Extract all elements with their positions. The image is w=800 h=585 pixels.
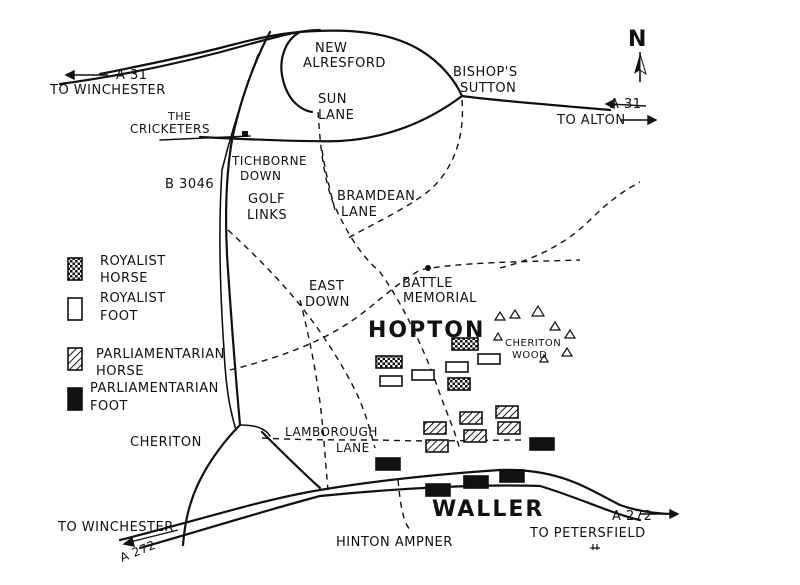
battle-memorial-label: BATTLE bbox=[402, 276, 453, 291]
royalist-horse-unit bbox=[451, 337, 479, 351]
legend bbox=[67, 257, 83, 411]
royalist-horse-unit bbox=[447, 377, 471, 391]
parl-horse-unit bbox=[495, 405, 519, 419]
place-labels: NEW ALRESFORD BISHOP'S SUTTON SUN LANE T… bbox=[130, 41, 561, 550]
parl-horse-unit bbox=[425, 439, 449, 453]
royalist-commander-label: HOPTON bbox=[368, 318, 485, 343]
parliamentarian-units bbox=[375, 405, 555, 497]
a31-east-label: A 31 bbox=[610, 97, 642, 112]
east-down-label: EAST bbox=[309, 279, 344, 294]
cricketers-marker bbox=[242, 131, 248, 137]
cricketers-label: CRICKETERS bbox=[130, 122, 210, 136]
road-arrows bbox=[64, 69, 680, 547]
cheriton-loop bbox=[181, 423, 242, 547]
a272-west-label: TO WINCHESTER bbox=[57, 520, 174, 535]
tichborne-down-label: DOWN bbox=[240, 169, 282, 183]
cheriton-link bbox=[239, 424, 271, 437]
sun-lane-label: SUN bbox=[318, 92, 347, 107]
sun-lane-label: LANE bbox=[318, 108, 354, 123]
a272-east-label: A 272 bbox=[612, 509, 652, 524]
sun-lane bbox=[317, 111, 461, 451]
royalist-units bbox=[375, 337, 501, 391]
loop-road bbox=[280, 30, 314, 114]
roads bbox=[58, 28, 677, 550]
a272-east-label: TO PETERSFIELD bbox=[529, 526, 646, 541]
a31-road bbox=[98, 29, 612, 112]
hinton-lane bbox=[397, 479, 411, 531]
battle-memorial-label: MEMORIAL bbox=[403, 291, 477, 306]
memorial-track bbox=[229, 259, 581, 371]
bishops-sutton-label: SUTTON bbox=[460, 81, 516, 96]
hinton-ampner-label: HINTON AMPNER bbox=[336, 535, 453, 550]
cricketers-label: THE bbox=[167, 110, 191, 123]
parl-horse-unit bbox=[463, 429, 487, 443]
legend-royalist-horse-symbol bbox=[67, 257, 83, 281]
bramdean-lane bbox=[344, 99, 464, 241]
cheriton-wood-label: WOOD bbox=[512, 350, 547, 361]
north-arrow: N bbox=[628, 27, 648, 82]
legend-labels: ROYALIST HORSE ROYALIST FOOT PARLIAMENTA… bbox=[90, 254, 225, 414]
parl-foot-unit bbox=[463, 475, 489, 489]
east-down-lane bbox=[227, 229, 376, 449]
legend-parl-horse-symbol bbox=[67, 347, 83, 371]
new-alresford-label: NEW bbox=[315, 41, 347, 56]
memorial-track-2 bbox=[499, 181, 641, 269]
tichborne-down-label: TICHBORNE bbox=[231, 154, 307, 168]
royalist-foot-unit bbox=[445, 361, 469, 373]
legend-parl-horse-label: HORSE bbox=[96, 364, 144, 379]
parliamentarian-commander-label: WALLER bbox=[432, 497, 544, 522]
parl-horse-unit bbox=[497, 421, 521, 435]
cheriton-junction bbox=[260, 430, 322, 490]
parl-foot-unit bbox=[375, 457, 401, 471]
bramdean-lane-label: BRAMDEAN bbox=[337, 189, 415, 204]
legend-royalist-horse-label: HORSE bbox=[100, 271, 148, 286]
golf-links-label: GOLF bbox=[248, 192, 285, 207]
royalist-horse-unit bbox=[375, 355, 403, 369]
memorial-marker bbox=[425, 265, 431, 271]
east-down-label: DOWN bbox=[305, 295, 350, 310]
road-labels: A 31 TO WINCHESTER A 31 TO ALTON TO WINC… bbox=[49, 68, 652, 565]
east-down-branch bbox=[299, 299, 329, 491]
legend-royalist-foot-label: FOOT bbox=[100, 309, 138, 324]
cheriton-wood-label: CHERITON bbox=[505, 338, 561, 349]
legend-royalist-foot-symbol bbox=[67, 297, 83, 321]
a272-road bbox=[118, 468, 677, 542]
legend-royalist-horse-label: ROYALIST bbox=[100, 254, 166, 269]
parl-horse-unit bbox=[423, 421, 447, 435]
bishops-sutton-label: BISHOP'S bbox=[453, 65, 518, 80]
tichborne-road bbox=[198, 94, 464, 143]
cheriton-label: CHERITON bbox=[130, 435, 202, 450]
a31-west-label: TO WINCHESTER bbox=[49, 83, 166, 98]
lamborough-lane-label: LAMBOROUGH bbox=[285, 425, 378, 439]
lamborough-lane-label: LANE bbox=[336, 441, 370, 455]
bramdean-branch bbox=[321, 149, 336, 211]
a272-west-label: A 272 bbox=[118, 538, 158, 565]
golf-links-label: LINKS bbox=[247, 208, 287, 223]
north-label: N bbox=[628, 27, 648, 52]
b3046-edge bbox=[219, 54, 259, 431]
legend-parl-foot-label: FOOT bbox=[90, 399, 128, 414]
b3046-road bbox=[225, 30, 272, 427]
new-alresford-label: ALRESFORD bbox=[303, 56, 386, 71]
parl-horse-unit bbox=[459, 411, 483, 425]
parl-foot-unit bbox=[499, 469, 525, 483]
a31-west-label: A 31 bbox=[116, 68, 148, 83]
legend-royalist-foot-label: ROYALIST bbox=[100, 291, 166, 306]
parl-foot-unit bbox=[425, 483, 451, 497]
a272-road-edge bbox=[138, 484, 642, 550]
legend-parl-foot-symbol bbox=[67, 387, 83, 411]
a31-road-edge bbox=[58, 28, 322, 86]
a31-east-label: TO ALTON bbox=[556, 113, 626, 128]
legend-parl-foot-label: PARLIAMENTARIAN bbox=[90, 381, 219, 396]
parl-foot-unit bbox=[529, 437, 555, 451]
royalist-foot-unit bbox=[411, 369, 435, 381]
royalist-foot-unit bbox=[379, 375, 403, 387]
cheriton-wood-trees bbox=[492, 304, 577, 363]
legend-parl-horse-label: PARLIAMENTARIAN bbox=[96, 347, 225, 362]
royalist-foot-unit bbox=[477, 353, 501, 365]
b3046-label: B 3046 bbox=[165, 177, 214, 192]
bramdean-lane-label: LANE bbox=[341, 205, 377, 220]
